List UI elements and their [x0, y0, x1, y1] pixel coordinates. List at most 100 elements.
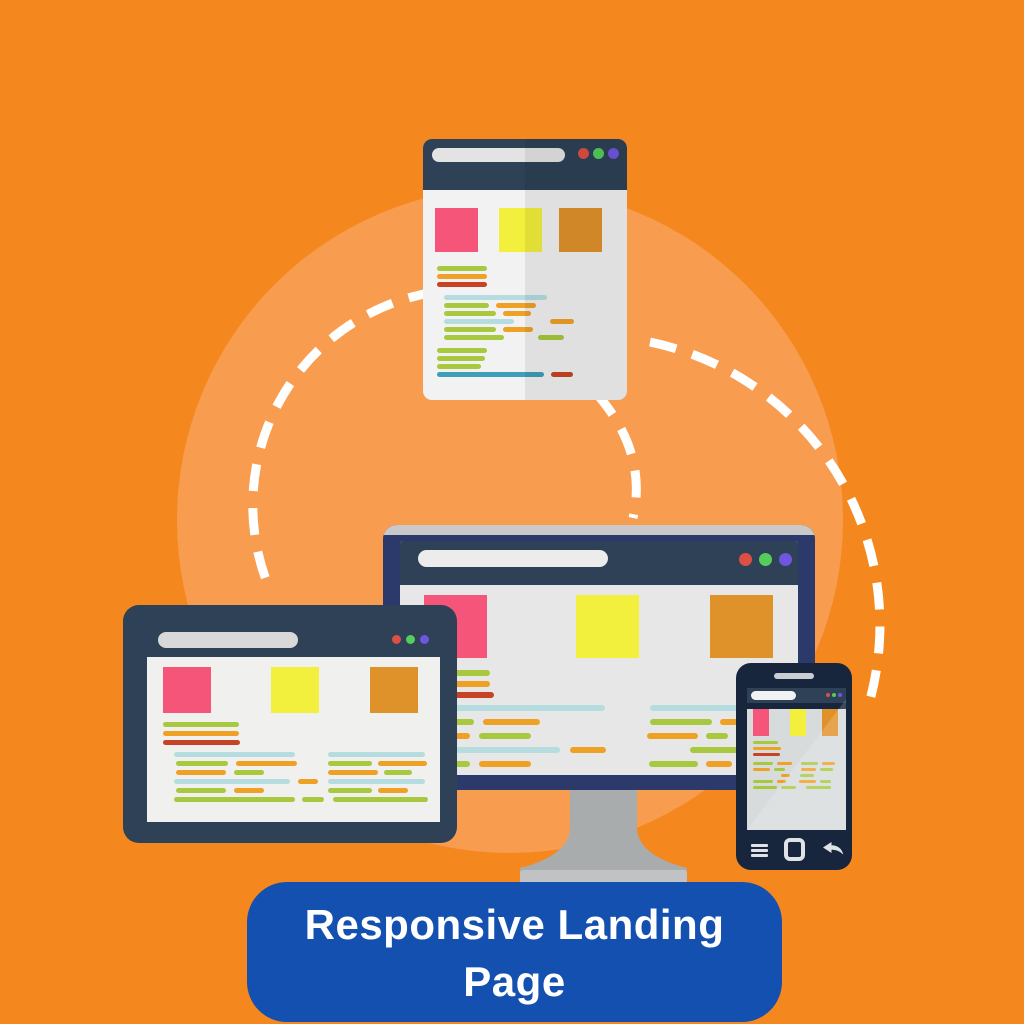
mock-text-block: [747, 741, 846, 789]
mock-text-line: [747, 786, 846, 789]
mock-text-block: [147, 722, 440, 802]
mock-text-line: [747, 774, 846, 777]
hero-block-orange: [710, 595, 773, 658]
phone-screen: [747, 688, 846, 830]
monitor-browser-header: [400, 541, 798, 585]
mock-text-line: [423, 319, 627, 324]
mock-text-line: [147, 740, 440, 745]
phone-speaker: [774, 673, 814, 679]
hero-blocks: [423, 208, 627, 252]
address-bar-pill: [418, 550, 608, 567]
mock-text-line: [147, 752, 440, 757]
hero-block-orange: [370, 667, 418, 713]
mock-text-line: [400, 705, 798, 711]
mock-text-line: [747, 768, 846, 771]
mock-text-block: [400, 670, 798, 775]
mock-text-line: [747, 741, 846, 744]
mock-text-block: [423, 266, 627, 377]
hero-blocks: [747, 709, 846, 736]
mock-text-line: [147, 779, 440, 784]
hero-block-yellow: [499, 208, 542, 252]
desktop-monitor: [383, 525, 815, 790]
purple-dot-icon: [779, 553, 792, 566]
mock-text-line: [147, 788, 440, 793]
mock-text-line: [400, 747, 798, 753]
mock-text-line: [747, 780, 846, 783]
red-dot-icon: [578, 148, 589, 159]
mock-text-line: [423, 372, 627, 377]
mock-text-line: [147, 731, 440, 736]
menu-icon: [751, 844, 768, 859]
banner-title-line2: Page: [463, 958, 566, 1005]
mock-text-line: [423, 274, 627, 279]
monitor-stand: [520, 790, 687, 884]
purple-dot-icon: [608, 148, 619, 159]
purple-dot-icon: [420, 635, 429, 644]
red-dot-icon: [392, 635, 401, 644]
green-dot-icon: [593, 148, 604, 159]
mock-text-line: [423, 348, 627, 353]
tablet-screen: [147, 657, 440, 822]
browser-header: [423, 139, 627, 190]
hero-block-orange: [559, 208, 602, 252]
address-bar-pill: [432, 148, 565, 162]
stand-pedestal: [520, 790, 687, 872]
mock-text-line: [147, 761, 440, 766]
hero-block-pink: [753, 709, 769, 736]
mock-text-line: [423, 356, 627, 361]
green-dot-icon: [832, 693, 836, 697]
mock-text-line: [147, 797, 440, 802]
purple-dot-icon: [838, 693, 842, 697]
mock-text-line: [747, 762, 846, 765]
mock-text-line: [747, 747, 846, 750]
hero-block-yellow: [790, 709, 806, 736]
mock-text-line: [147, 770, 440, 775]
red-dot-icon: [826, 693, 830, 697]
window-controls: [392, 635, 429, 644]
banner-title-line1: Responsive Landing: [304, 901, 725, 948]
back-icon: [823, 842, 844, 855]
title-banner: Responsive Landing Page: [247, 882, 782, 1022]
stand-base: [520, 870, 687, 884]
dashed-arc-left: [248, 287, 436, 587]
mock-text-line: [423, 303, 627, 308]
mock-text-line: [400, 681, 798, 687]
mock-text-line: [423, 311, 627, 316]
smartphone: [736, 663, 852, 870]
mock-text-line: [423, 327, 627, 332]
dashed-arc-right: [649, 337, 885, 702]
hero-block-pink: [163, 667, 211, 713]
browser-window: [423, 139, 627, 400]
phone-nav-bar: [736, 837, 852, 861]
mock-text-line: [423, 335, 627, 340]
window-controls: [739, 553, 792, 566]
mock-text-line: [423, 266, 627, 271]
address-bar-pill: [158, 632, 298, 648]
hero-block-yellow: [576, 595, 639, 658]
tablet: [123, 605, 457, 843]
green-dot-icon: [406, 635, 415, 644]
hero-blocks: [147, 667, 440, 713]
mock-text-line: [423, 282, 627, 287]
green-dot-icon: [759, 553, 772, 566]
hero-block-orange: [822, 709, 838, 736]
dashed-arc-center: [592, 390, 641, 519]
mock-text-line: [400, 670, 798, 676]
phone-page-content: [747, 709, 846, 830]
home-icon: [784, 838, 805, 861]
monitor-top-edge: [383, 525, 815, 535]
hero-block-pink: [435, 208, 478, 252]
window-controls: [826, 693, 842, 697]
mock-text-line: [747, 753, 846, 756]
mock-text-line: [423, 364, 627, 369]
mock-text-line: [423, 295, 627, 300]
address-bar-pill: [751, 691, 796, 700]
hero-block-yellow: [271, 667, 319, 713]
monitor-screen: [400, 541, 798, 775]
phone-browser-header: [747, 688, 846, 703]
mock-text-line: [400, 692, 798, 698]
red-dot-icon: [739, 553, 752, 566]
hero-blocks: [400, 595, 798, 658]
